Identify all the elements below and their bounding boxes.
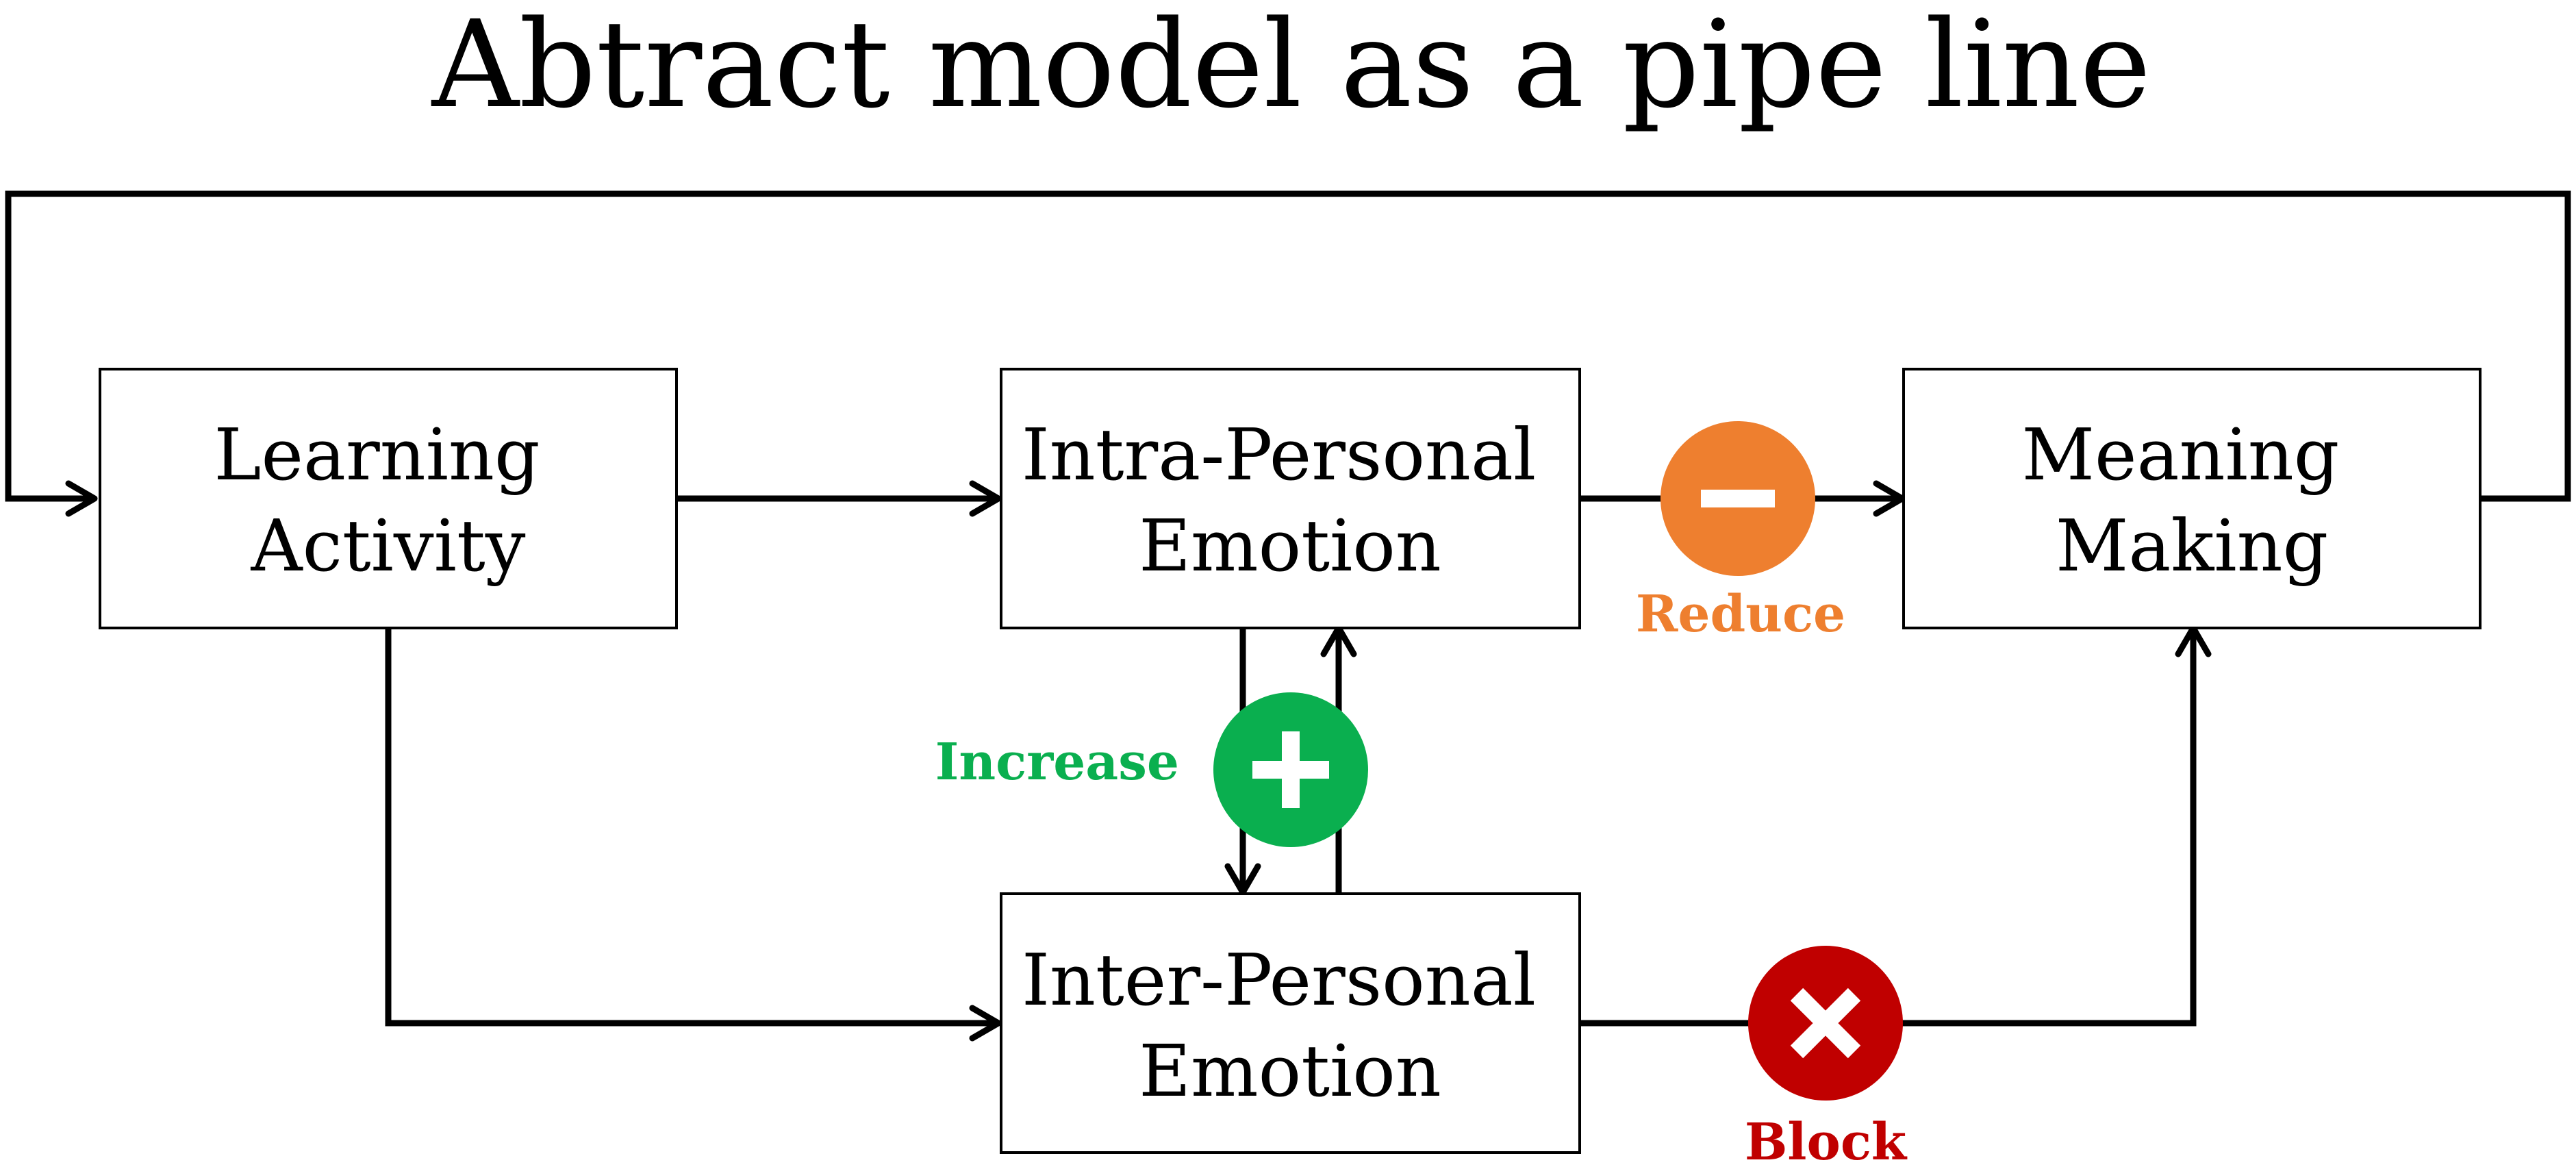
arrowhead-learning-activity xyxy=(65,480,98,517)
node-intra-personal-box xyxy=(1000,368,1581,629)
node-meaning-making-line2: Making xyxy=(2056,504,2328,588)
node-meaning-making-box xyxy=(1902,368,2482,629)
node-meaning-making-label: Meaning Making xyxy=(2022,413,2362,588)
arrowhead-inter-left xyxy=(969,1005,1002,1042)
operator-block: Block xyxy=(1745,946,1908,1169)
block-label: Block xyxy=(1745,1113,1908,1169)
reduce-label: Reduce xyxy=(1636,585,1845,644)
edge-inter-to-meaning xyxy=(1580,633,2197,1027)
node-learning-activity-line1: Learning xyxy=(214,413,540,496)
node-inter-personal-label: Inter-Personal Emotion xyxy=(1022,938,1558,1113)
edges xyxy=(5,190,2571,1042)
node-learning-activity: Learning Activity xyxy=(99,368,678,629)
diagram-title: Abtract model as a pipe line xyxy=(431,0,2151,135)
operator-increase: Increase xyxy=(935,692,1368,847)
node-intra-personal-emotion: Intra-Personal Emotion xyxy=(1000,368,1581,629)
node-inter-personal-line2: Emotion xyxy=(1139,1029,1441,1113)
node-meaning-making: Meaning Making xyxy=(1902,368,2482,629)
node-intra-personal-line1: Intra-Personal xyxy=(1022,413,1537,496)
arrowhead-intra-left xyxy=(969,480,1002,517)
node-intra-personal-label: Intra-Personal Emotion xyxy=(1022,413,1559,588)
node-learning-activity-label: Learning Activity xyxy=(214,413,562,588)
node-intra-personal-line2: Emotion xyxy=(1139,504,1441,588)
node-inter-personal-line1: Inter-Personal xyxy=(1022,938,1536,1022)
increase-label: Increase xyxy=(935,733,1179,792)
edge-learning-to-inter xyxy=(385,628,993,1027)
edge-feedback-loop xyxy=(5,190,2571,502)
operator-reduce: Reduce xyxy=(1636,421,1845,644)
node-inter-personal-emotion: Inter-Personal Emotion xyxy=(1000,892,1581,1154)
node-learning-activity-line2: Activity xyxy=(251,504,526,588)
node-inter-personal-box xyxy=(1000,892,1581,1154)
node-meaning-making-line1: Meaning xyxy=(2022,413,2340,496)
cross-icon-stroke xyxy=(1790,988,1861,1059)
node-learning-activity-box xyxy=(99,368,678,629)
